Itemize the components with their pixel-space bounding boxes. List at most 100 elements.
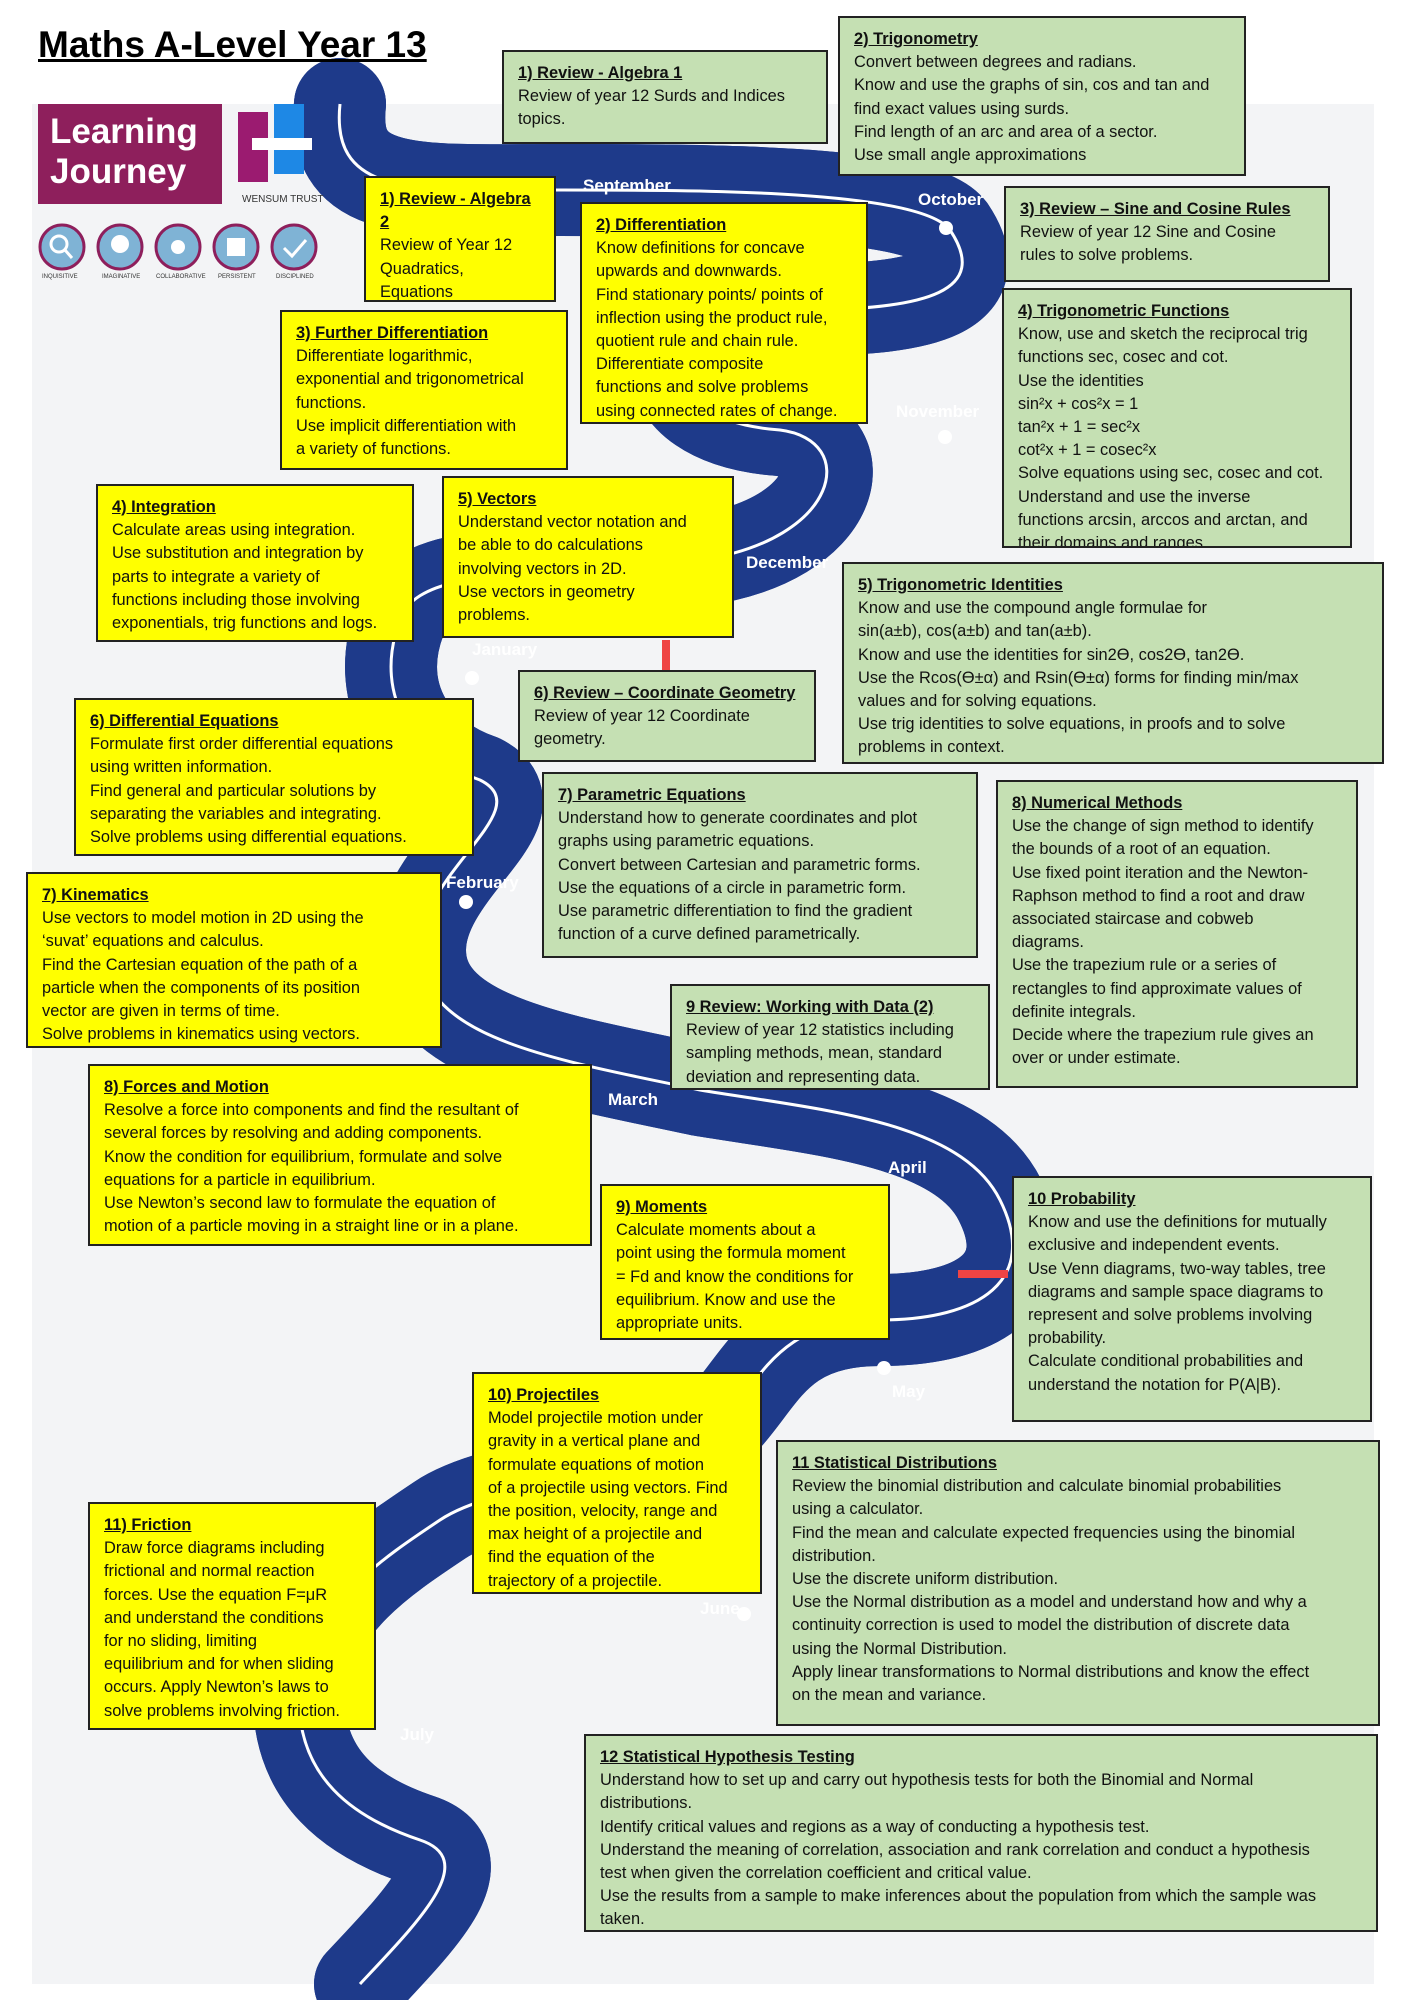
topic-line: Use Venn diagrams, two-way tables, tree — [1028, 1259, 1326, 1278]
disciplined-icon — [270, 223, 318, 271]
topic-line: probability. — [1028, 1329, 1107, 1348]
topic-line: separating the variables and integrating… — [90, 804, 382, 823]
topic-line: Use the discrete uniform distribution. — [792, 1570, 1059, 1589]
topic-line: Draw force diagrams including — [104, 1539, 325, 1558]
topic-line: Understand how to generate coordinates a… — [558, 809, 918, 828]
topic-line: topics. — [518, 110, 566, 129]
topic-line: Review of year 12 statistics including — [686, 1021, 954, 1040]
persistent-icon — [212, 223, 260, 271]
topic-line: Formulate first order differential equat… — [90, 735, 394, 754]
topic-line: = Fd and know the conditions for — [616, 1267, 854, 1286]
topic-line: Quadratics, Equations — [380, 259, 464, 301]
imaginative-icon — [96, 223, 144, 271]
topic-line: inflection using the product rule, — [596, 308, 828, 327]
topic-line: a variety of functions. — [296, 440, 451, 459]
topic-heading: 12 Statistical Hypothesis Testing — [600, 1748, 855, 1766]
topic-line: Use vectors in geometry — [458, 582, 635, 601]
topic-line: and understand the conditions — [104, 1608, 324, 1627]
topic-line: Find the Cartesian equation of the path … — [42, 955, 358, 974]
values-icons: INQUISITIVE IMAGINATIVE COLLABORATIVE PE… — [38, 223, 318, 280]
svg-text:PERSISTENT: PERSISTENT — [218, 274, 256, 280]
wensum-trust-logo: WENSUM TRUST — [238, 104, 323, 205]
topic-line: Use parametric differentiation to find t… — [558, 902, 913, 921]
topic-line: problems. — [458, 606, 530, 625]
topic-line: Decide where the trapezium rule gives an — [1012, 1026, 1314, 1045]
topic-line: forces. Use the equation F=μR — [104, 1585, 328, 1604]
topic-heading: 4) Integration — [112, 498, 216, 516]
topic-line: Use the identities — [1018, 371, 1144, 390]
month-july: July — [400, 1725, 435, 1744]
topic-line: Review of year 12 Surds and Indices — [518, 87, 785, 106]
topic-line: using connected rates of change. — [596, 401, 838, 420]
topic-line: Use the results from a sample to make in… — [600, 1887, 1317, 1906]
topic-line: Solve problems in kinematics using vecto… — [42, 1025, 360, 1044]
topic-line: max height of a projectile and — [488, 1525, 703, 1544]
topic-line: Use the change of sign method to identif… — [1012, 817, 1314, 836]
month-september: September — [583, 176, 671, 195]
topic-line: Solve equations using sec, cosec and cot… — [1018, 464, 1324, 483]
topic-line: functions sec, cosec and cot. — [1018, 348, 1229, 367]
topic-line: equilibrium. Know and use the — [616, 1290, 836, 1309]
topic-line: the position, velocity, range and — [488, 1502, 718, 1521]
waypoint-dot — [938, 430, 952, 444]
topic-line: definite integrals. — [1012, 1002, 1136, 1021]
topic-line: motion of a particle moving in a straigh… — [104, 1217, 519, 1236]
topic-line: Identify critical values and regions as … — [600, 1817, 1150, 1836]
topic-line: associated staircase and cobweb — [1012, 910, 1254, 929]
topic-line: sin(a±b), cos(a±b) and tan(a±b). — [858, 622, 1092, 641]
topic-line: Understand and use the inverse — [1018, 487, 1251, 506]
topic-line: ‘suvat’ equations and calculus. — [42, 932, 264, 951]
topic-line: gravity in a vertical plane and — [488, 1432, 701, 1451]
topic-line: functions including those involving — [112, 590, 360, 609]
topic-line: on the mean and variance. — [792, 1686, 987, 1705]
waypoint-dot — [737, 1607, 751, 1621]
topic-line: rules to solve problems. — [1020, 246, 1194, 265]
month-november: November — [896, 402, 980, 421]
topic-line: equilibrium and for when sliding — [104, 1655, 334, 1674]
topic-line: point using the formula moment — [616, 1244, 846, 1263]
topic-heading: 10 Probability — [1028, 1190, 1136, 1208]
topic-line: particle when the components of its posi… — [42, 978, 360, 997]
topic-line: Apply linear transformations to Normal d… — [792, 1662, 1310, 1681]
topic-line: Use the trapezium rule or a series of — [1012, 956, 1277, 975]
topic-line: over or under estimate. — [1012, 1049, 1181, 1068]
topic-line: geometry. — [534, 730, 606, 749]
topic-line: Use the Normal distribution as a model a… — [792, 1593, 1307, 1612]
topic-line: distributions. — [600, 1794, 693, 1813]
month-january: January — [472, 640, 538, 659]
topic-line: deviation and representing data. — [686, 1067, 921, 1086]
topic-line: Review of Year 12 — [380, 236, 513, 255]
topic-line: quotient rule and chain rule. — [596, 332, 799, 351]
month-december: December — [746, 553, 829, 572]
waypoint-dot — [939, 221, 953, 235]
topic-line: of a projectile using vectors. Find — [488, 1478, 728, 1497]
topic-line: Differentiate logarithmic, — [296, 347, 473, 366]
topic-line: using written information. — [90, 758, 273, 777]
topic-line: functions. — [296, 393, 367, 412]
topic-line: vector are given in terms of time. — [42, 1002, 280, 1021]
topic-line: Calculate moments about a — [616, 1221, 816, 1240]
topic-line: for no sliding, limiting — [104, 1632, 258, 1651]
topic-heading: 4) Trigonometric Functions — [1018, 302, 1230, 320]
topic-line: formulate equations of motion — [488, 1455, 704, 1474]
topic-line: distribution. — [792, 1546, 876, 1565]
topic-heading: 1) Review - Algebra 1 — [518, 64, 683, 82]
topic-line: continuity correction is used to model t… — [792, 1616, 1290, 1635]
topic-heading: 8) Forces and Motion — [104, 1078, 269, 1096]
topic-line: Know the condition for equilibrium, form… — [104, 1147, 503, 1166]
topic-line: exclusive and independent events. — [1028, 1236, 1280, 1255]
month-february: February — [446, 873, 519, 892]
topic-line: cot²x + 1 = cosec²x — [1018, 441, 1157, 460]
topic-line: Use substitution and integration by — [112, 544, 364, 563]
